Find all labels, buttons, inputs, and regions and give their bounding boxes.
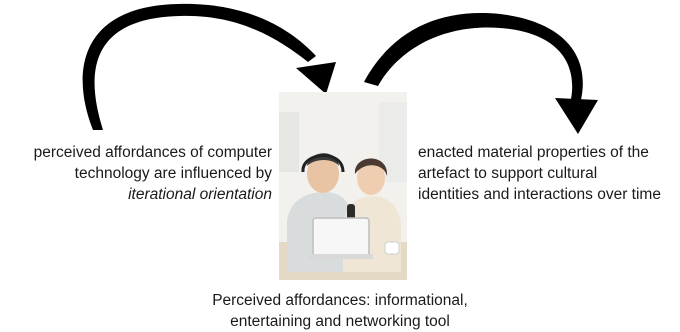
bottom-label-line-1: Perceived affordances: informational, [212,292,468,309]
elderly-couple-laptop-photo [279,92,407,280]
right-arrowhead [555,98,598,134]
right-label-line-3: identities and interactions over time [418,186,661,203]
left-label-line-2: technology are influenced by [74,165,272,182]
left-label: perceived affordances of computer techno… [4,142,272,205]
bottom-label: Perceived affordances: informational, en… [160,290,520,332]
left-label-line-1: perceived affordances of computer [33,144,272,161]
right-label-line-2: artefact to support cultural [418,165,598,182]
right-curved-arrow [364,13,583,104]
right-label: enacted material properties of the artef… [418,142,680,205]
bottom-label-line-2: entertaining and networking tool [230,313,450,330]
left-arrowhead [296,62,336,94]
right-label-line-1: enacted material properties of the [418,144,649,161]
photo-illustration [279,92,407,280]
left-label-line-3: iterational orientation [128,186,272,203]
